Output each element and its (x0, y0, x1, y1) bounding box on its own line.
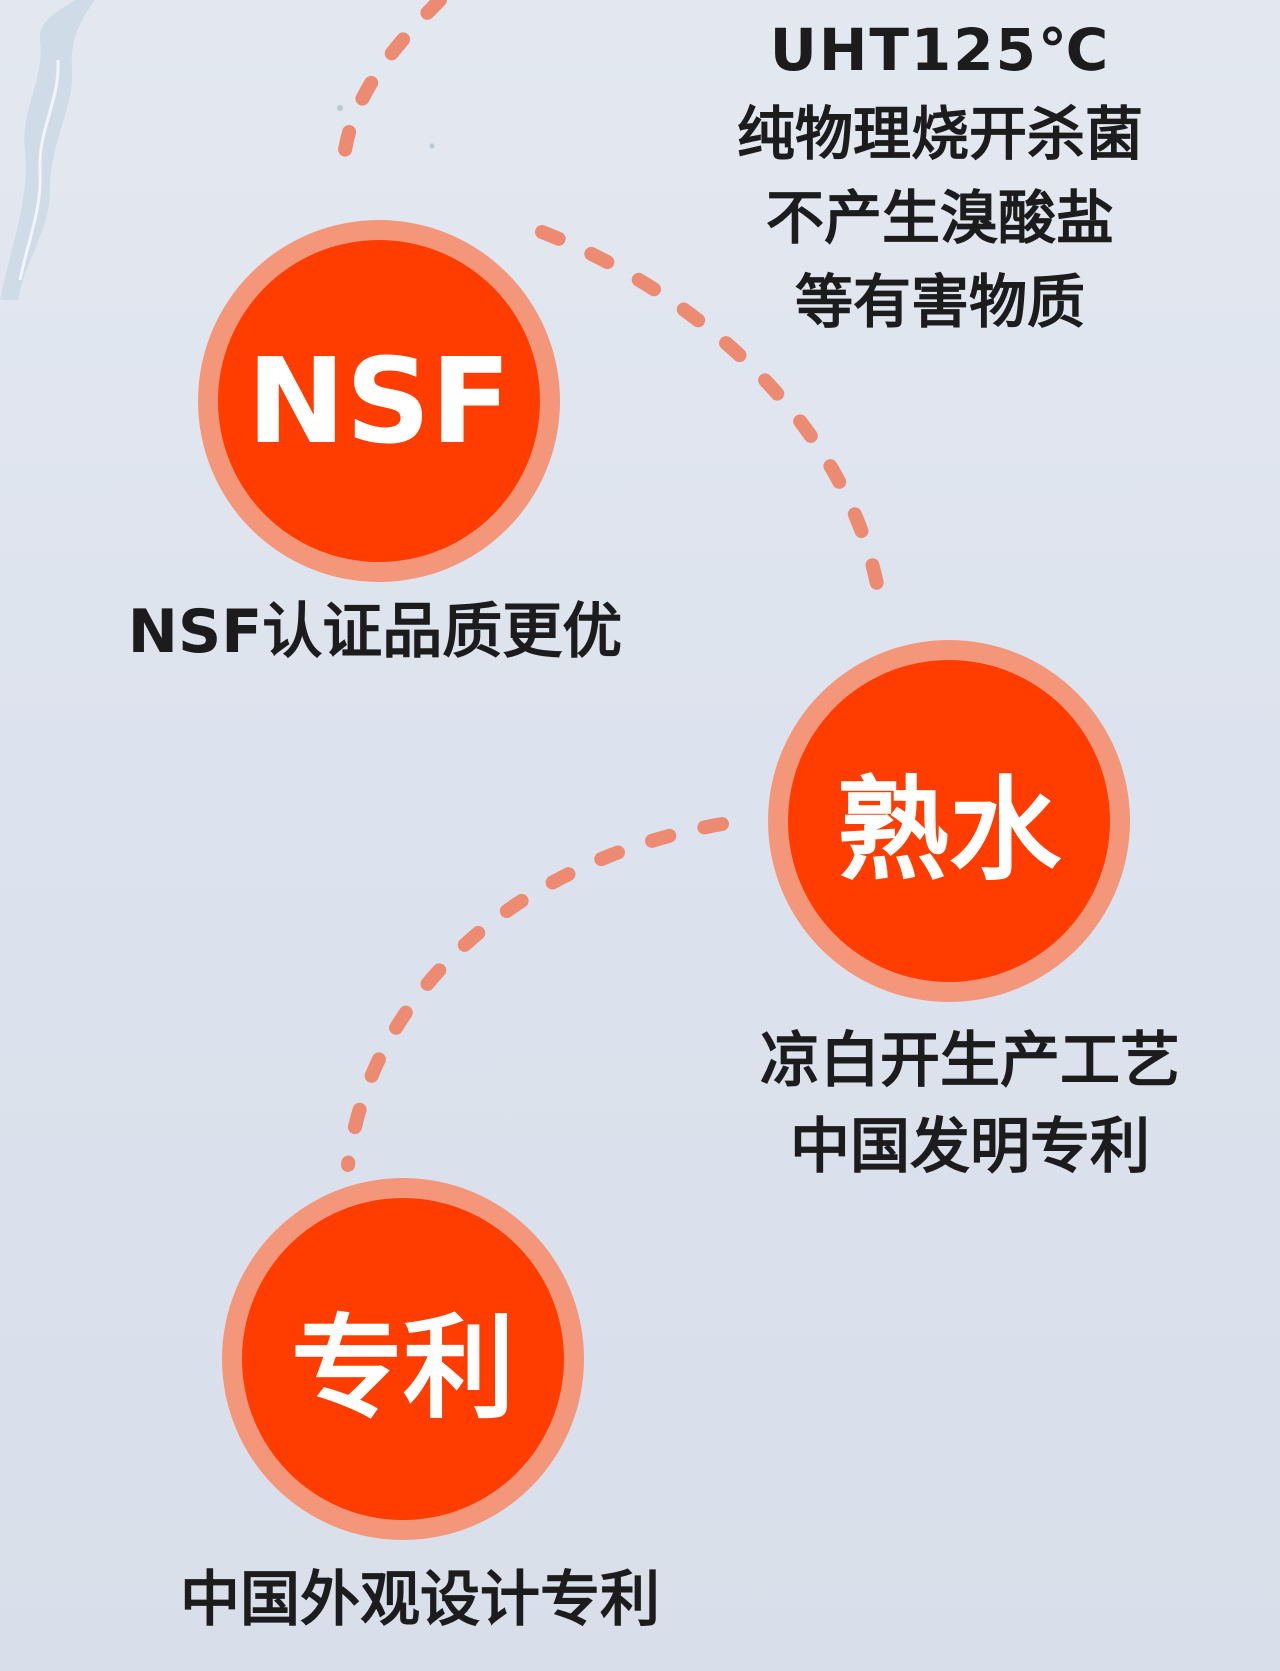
middle-dotted-arc (535, 225, 887, 607)
nsf-caption: NSF认证品质更优 (127, 597, 623, 667)
lower-dotted-arc (341, 817, 729, 1172)
water-splash-icon (0, 0, 95, 300)
uht-line-harmful-substances: 等有害物质 (794, 268, 1085, 336)
nsf-badge: NSF (198, 220, 560, 582)
patent-caption: 中国外观设计专利 (180, 1565, 660, 1635)
uht-line-sterilization: 纯物理烧开杀菌 (736, 100, 1143, 168)
patent-badge: 专利 (222, 1178, 584, 1540)
cooked-water-badge: 熟水 (768, 640, 1130, 1002)
patent-badge-label: 专利 (242, 1198, 564, 1520)
cooked-water-caption: 凉白开生产工艺 中国发明专利 (700, 1018, 1240, 1190)
cooked-water-caption-patent: 中国发明专利 (790, 1112, 1150, 1182)
uht-temperature-text: UHT125℃ (769, 16, 1111, 84)
uht-description-block: UHT125℃ 纯物理烧开杀菌 不产生溴酸盐 等有害物质 (660, 8, 1220, 344)
cooked-water-caption-process: 凉白开生产工艺 (760, 1026, 1180, 1096)
uht-line-no-bromate: 不产生溴酸盐 (765, 184, 1114, 252)
top-dotted-arc (338, 0, 447, 157)
cooked-water-badge-label: 熟水 (788, 660, 1110, 982)
nsf-badge-label: NSF (218, 240, 540, 562)
